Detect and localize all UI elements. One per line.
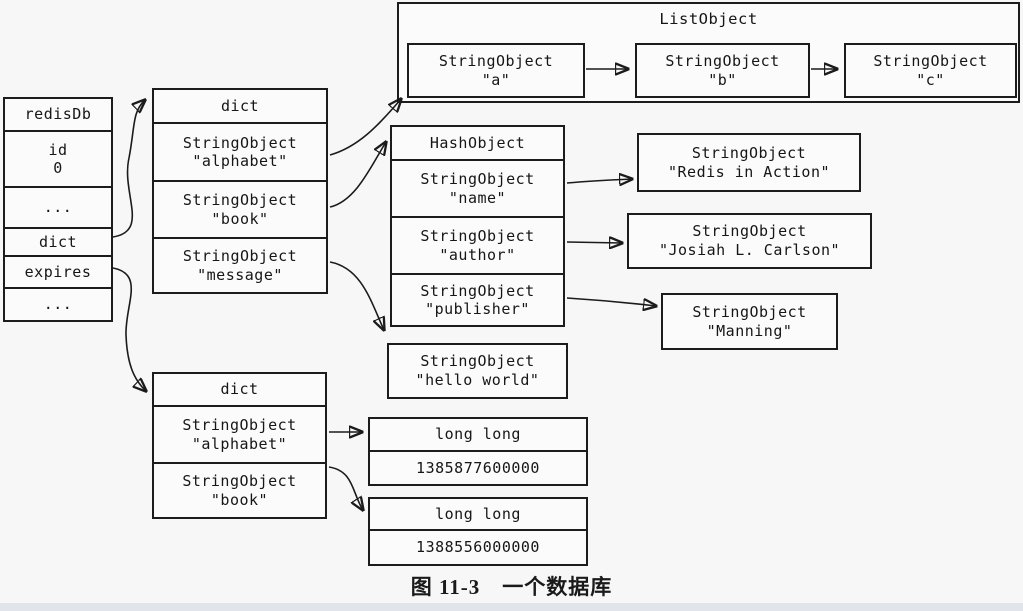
object-type-label: StringObject	[438, 51, 554, 70]
object-type-label: StringObject	[420, 281, 535, 300]
longlong-2-value: 1388556000000	[370, 529, 586, 564]
object-type-label: StringObject	[420, 227, 535, 246]
redisdb-cell-id: id 0	[5, 130, 111, 186]
main-dict-row-book: StringObject "book"	[154, 180, 326, 237]
redisdb-box: redisDb id 0 ... dict expires ...	[3, 97, 113, 322]
redisdb-cell-expires: expires	[5, 255, 111, 287]
object-value-label: "c"	[916, 70, 945, 89]
ellipsis-label: ...	[43, 295, 73, 314]
arrow-dict-to-main-dict	[112, 100, 145, 238]
redisdb-cell-dict: dict	[5, 227, 111, 255]
longlong-type-label: long long	[435, 504, 521, 523]
ellipsis-label: ...	[43, 198, 73, 217]
main-dict-row-message: StringObject "message"	[154, 237, 326, 292]
redisdb-cell-ellipsis-bottom: ...	[5, 287, 111, 320]
list-item-a: StringObject "a"	[407, 43, 585, 98]
object-type-label: StringObject	[692, 222, 807, 241]
expires-dict-header-label: dict	[220, 380, 259, 399]
longlong-1-value: 1385877600000	[370, 450, 586, 484]
object-type-label: StringObject	[182, 191, 298, 210]
object-type-label: StringObject	[691, 143, 807, 162]
arrow-expires-book-to-longlong2	[328, 466, 363, 510]
object-value-label: "hello world"	[415, 371, 540, 389]
object-type-label: StringObject	[182, 133, 298, 152]
longlong-box-1: long long 1385877600000	[368, 417, 588, 486]
hash-object-box: HashObject StringObject "name" StringObj…	[390, 125, 565, 327]
object-type-label: StringObject	[182, 247, 298, 266]
hash-row-author: StringObject "author"	[392, 216, 563, 273]
expires-dict-row-book: StringObject "book"	[154, 462, 325, 517]
expires-dict-header: dict	[154, 374, 325, 405]
longlong-box-2: long long 1388556000000	[368, 497, 588, 566]
hash-row-name: StringObject "name"	[392, 159, 563, 216]
object-value-label: "Manning"	[706, 321, 793, 340]
object-type-label: StringObject	[420, 170, 535, 189]
hash-object-header-label: HashObject	[429, 133, 526, 152]
object-value-label: "a"	[481, 70, 511, 89]
arrow-book-to-hashobject	[329, 142, 386, 208]
arrow-author-to-josiah-carlson	[566, 242, 622, 243]
object-type-label: StringObject	[182, 416, 297, 435]
redisdb-cell-ellipsis-top: ...	[5, 186, 111, 227]
value-box-manning: StringObject "Manning"	[661, 293, 838, 350]
value-box-hello-world: StringObject "hello world"	[387, 343, 568, 399]
redisdb-id-value: 0	[53, 159, 63, 177]
object-value-label: "alphabet"	[192, 152, 288, 170]
longlong-type-label: long long	[435, 425, 521, 444]
timestamp-value-label: 1388556000000	[416, 538, 540, 557]
hash-object-header: HashObject	[392, 127, 563, 159]
expires-dict-row-alphabet: StringObject "alphabet"	[154, 405, 325, 462]
arrow-expires-to-expires-dict	[112, 267, 146, 391]
page-bottom-bar	[0, 603, 1023, 611]
list-item-b: StringObject "b"	[635, 43, 810, 98]
object-type-label: StringObject	[692, 302, 807, 321]
object-value-label: "book"	[210, 490, 269, 509]
object-value-label: "book"	[211, 209, 269, 228]
arrow-publisher-to-manning	[566, 297, 656, 306]
object-value-label: "b"	[708, 70, 737, 89]
longlong-1-header: long long	[370, 419, 586, 450]
redisdb-expires-label: expires	[24, 262, 92, 281]
arrow-name-to-redis-in-action	[566, 179, 632, 183]
value-box-redis-in-action: StringObject "Redis in Action"	[637, 133, 861, 192]
list-object-title-label: ListObject	[659, 10, 758, 28]
redisdb-dict-label: dict	[38, 232, 78, 251]
object-value-label: "alphabet"	[191, 434, 288, 453]
arrow-message-to-hello-world	[329, 261, 384, 330]
value-box-josiah-carlson: StringObject "Josiah L. Carlson"	[627, 213, 872, 269]
object-value-label: "message"	[197, 265, 283, 284]
object-value-label: "Josiah L. Carlson"	[658, 241, 841, 259]
hash-row-publisher: StringObject "publisher"	[392, 273, 563, 325]
object-type-label: StringObject	[182, 472, 297, 491]
list-object-box: ListObject StringObject "a" StringObject…	[397, 2, 1020, 103]
object-value-label: "publisher"	[425, 300, 530, 318]
figure-caption: 图 11-3 一个数据库	[410, 575, 613, 599]
timestamp-value-label: 1385877600000	[416, 458, 540, 477]
object-type-label: StringObject	[873, 51, 988, 70]
redisdb-title-label: redisDb	[24, 105, 92, 124]
object-value-label: "Redis in Action"	[667, 162, 831, 181]
main-dict-header-label: dict	[220, 96, 260, 115]
main-dict-row-alphabet: StringObject "alphabet"	[154, 122, 326, 180]
expires-dict-box: dict StringObject "alphabet" StringObjec…	[152, 372, 327, 519]
list-object-title: ListObject	[399, 10, 1018, 28]
redisdb-id-label: id	[48, 140, 68, 159]
main-dict-box: dict StringObject "alphabet" StringObjec…	[152, 88, 328, 294]
object-value-label: "author"	[439, 245, 516, 264]
object-type-label: StringObject	[420, 352, 535, 371]
longlong-2-header: long long	[370, 499, 586, 529]
main-dict-header: dict	[154, 90, 326, 122]
list-item-c: StringObject "c"	[844, 43, 1017, 98]
object-value-label: "name"	[448, 188, 507, 207]
redisdb-title: redisDb	[5, 99, 111, 130]
object-type-label: StringObject	[665, 51, 780, 70]
